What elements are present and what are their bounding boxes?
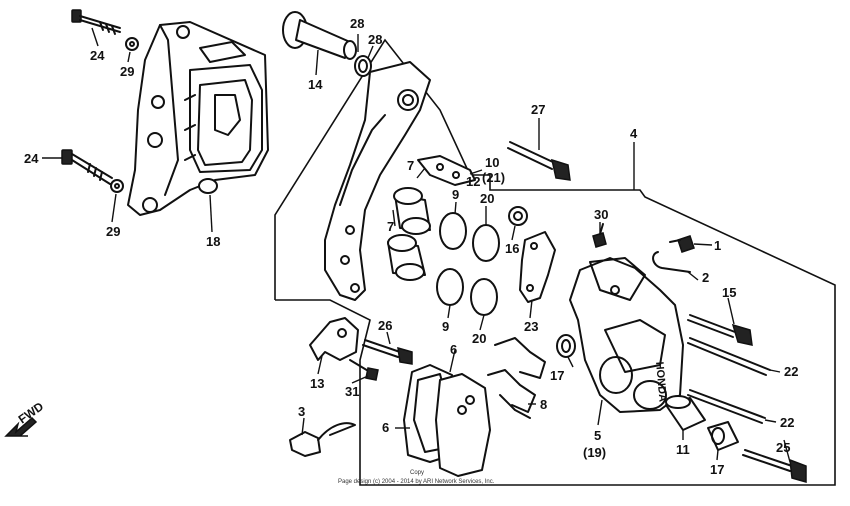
callout-31: 31 xyxy=(345,384,359,399)
caliper-bracket xyxy=(324,61,431,301)
boot-17-lower xyxy=(707,421,739,451)
seal-9-upper xyxy=(439,212,467,250)
bracket-13 xyxy=(309,317,359,361)
callout-1: 1 xyxy=(714,238,721,253)
callout-17-lower: 17 xyxy=(710,462,724,477)
callout-29-top: 29 xyxy=(120,64,134,79)
bolt-27 xyxy=(507,141,571,181)
boot-17-upper xyxy=(556,334,576,358)
pad-pin-22-lower xyxy=(687,389,766,424)
bolt-31 xyxy=(349,359,379,381)
callout-11: 11 xyxy=(676,442,690,457)
boot-28 xyxy=(354,55,372,77)
brake-pad-6-rear xyxy=(435,373,491,477)
bleeder-1 xyxy=(669,235,695,253)
callout-labels: 24 29 24 29 18 14 28 28 27 4 10 (21) 12 … xyxy=(24,16,798,477)
callout-14: 14 xyxy=(308,77,323,92)
callout-6-top: 6 xyxy=(450,342,457,357)
cap-2 xyxy=(652,251,691,273)
caliper-body-5: HONDA xyxy=(569,257,684,413)
callout-30: 30 xyxy=(594,207,608,222)
slide-pin-14 xyxy=(282,11,357,60)
bolt-24-top xyxy=(71,9,121,35)
callout-22-upper: 22 xyxy=(784,364,798,379)
callout-28-b: 28 xyxy=(368,32,382,47)
callout-17-upper: 17 xyxy=(550,368,564,383)
callout-4: 4 xyxy=(630,126,638,141)
copyright-line-1: Copy xyxy=(410,470,424,476)
callout-28-a: 28 xyxy=(350,16,364,31)
callout-21: (21) xyxy=(482,170,505,185)
callout-12: 12 xyxy=(466,174,480,189)
callout-27: 27 xyxy=(531,102,545,117)
callout-13: 13 xyxy=(310,376,324,391)
callout-26: 26 xyxy=(378,318,392,333)
washer-29-left xyxy=(110,179,124,193)
fwd-arrow-icon xyxy=(4,416,38,437)
left-caliper-assembly xyxy=(127,21,269,216)
pad-spring-12 xyxy=(417,155,476,186)
callout-9-lower: 9 xyxy=(442,319,449,334)
callout-23: 23 xyxy=(524,319,538,334)
callout-3: 3 xyxy=(298,404,305,419)
callout-18: 18 xyxy=(206,234,220,249)
washer-29-top xyxy=(125,37,139,51)
callout-29-left: 29 xyxy=(106,224,120,239)
callout-24-top: 24 xyxy=(90,48,105,63)
leader-lines xyxy=(42,27,791,463)
bolt-24-left xyxy=(61,149,113,185)
shim-plate-23 xyxy=(519,231,556,303)
callout-15: 15 xyxy=(722,285,736,300)
callout-20-upper: 20 xyxy=(480,191,494,206)
copyright-line-2: Page design (c) 2004 - 2014 by ARI Netwo… xyxy=(338,479,495,485)
forward-direction-indicator: FWD xyxy=(4,399,46,437)
seal-20-lower xyxy=(470,278,498,316)
hose-clamp-3 xyxy=(289,422,356,457)
callout-22-lower: 22 xyxy=(780,415,794,430)
callout-5: 5 xyxy=(594,428,601,443)
seal-20-upper xyxy=(472,224,500,262)
pad-pin-22-upper xyxy=(687,337,771,376)
callout-8: 8 xyxy=(540,397,547,412)
sleeve-11 xyxy=(665,395,706,431)
pin-bolt-15 xyxy=(687,314,753,346)
callout-9-upper: 9 xyxy=(452,187,459,202)
callout-7-upper: 7 xyxy=(407,158,414,173)
bolt-25 xyxy=(742,449,807,483)
callout-16: 16 xyxy=(505,241,519,256)
brand-mark: HONDA xyxy=(653,361,668,402)
callout-19: (19) xyxy=(583,445,606,460)
callout-10: 10 xyxy=(485,155,499,170)
callout-24-left: 24 xyxy=(24,151,39,166)
piston-7-upper xyxy=(393,187,431,235)
callout-7-lower: 7 xyxy=(387,219,394,234)
bolt-26 xyxy=(362,339,413,365)
bleeder-cap-16 xyxy=(508,206,528,226)
seal-9-lower xyxy=(436,268,464,306)
callout-25: 25 xyxy=(776,440,790,455)
pad-spring-8 xyxy=(487,337,546,419)
callout-6-side: 6 xyxy=(382,420,389,435)
callout-2: 2 xyxy=(702,270,709,285)
piston-7-lower xyxy=(387,234,426,281)
callout-20-lower: 20 xyxy=(472,331,486,346)
